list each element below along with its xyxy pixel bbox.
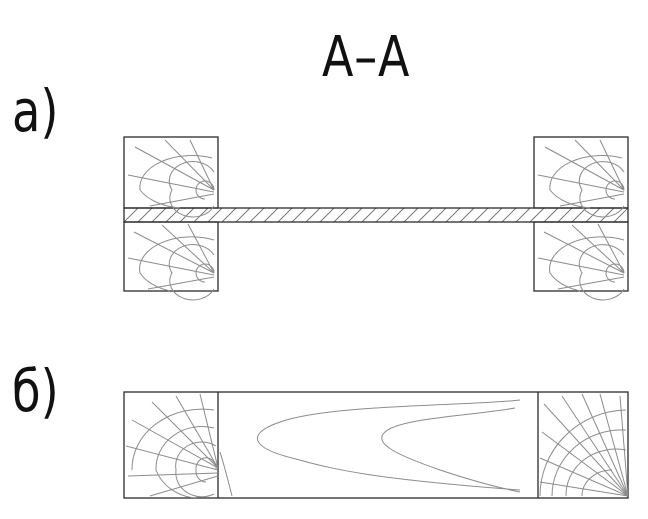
hatch-line [529, 208, 545, 222]
right-end-grain [539, 393, 628, 497]
hatch-line [277, 208, 293, 222]
hatch-line [599, 208, 615, 222]
hatch-line [389, 208, 405, 222]
hatch-line [347, 208, 363, 222]
hatch-line [207, 208, 223, 222]
solid-board-outline [123, 391, 629, 499]
block-bottom-left [123, 221, 219, 301]
section-title: А–А [322, 25, 411, 90]
hatch-line [165, 208, 181, 222]
hatch-line [137, 208, 153, 222]
block-top-left [123, 136, 219, 218]
hatch-line [221, 208, 237, 222]
hatch-line [515, 208, 531, 222]
block-top-right [533, 136, 629, 218]
hatch-line [124, 208, 139, 222]
hatch-line [613, 208, 628, 222]
hatch-line [305, 208, 321, 222]
hatched-panel [123, 207, 629, 223]
block-bottom-right [533, 221, 629, 301]
variant-b-label: б) [12, 357, 59, 425]
hatch-line [291, 208, 307, 222]
hatch-line [193, 208, 209, 222]
hatch-line [543, 208, 559, 222]
hatch-line [571, 208, 587, 222]
variant-b-assembly [123, 391, 629, 499]
hatch-line [179, 208, 195, 222]
face-grain [219, 399, 521, 497]
hatch-line [235, 208, 251, 222]
hatch-line [151, 208, 167, 222]
variant-a-assembly [123, 136, 629, 301]
hatch-line [319, 208, 335, 222]
hatch-line [459, 208, 475, 222]
hatch-line [417, 208, 433, 222]
hatch-line [557, 208, 573, 222]
hatch-line [473, 208, 489, 222]
hatch-line [445, 208, 461, 222]
hatch-line [501, 208, 517, 222]
hatch-line [375, 208, 391, 222]
hatch-line [249, 208, 265, 222]
hatch-line [403, 208, 419, 222]
hatch-line [333, 208, 349, 222]
variant-a-label: а) [12, 77, 59, 145]
hatch-line [627, 221, 628, 222]
hatch-line [263, 208, 279, 222]
hatch-line [431, 208, 447, 222]
hatch-line [487, 208, 503, 222]
hatch-line [361, 208, 377, 222]
left-end-grain [125, 393, 218, 498]
